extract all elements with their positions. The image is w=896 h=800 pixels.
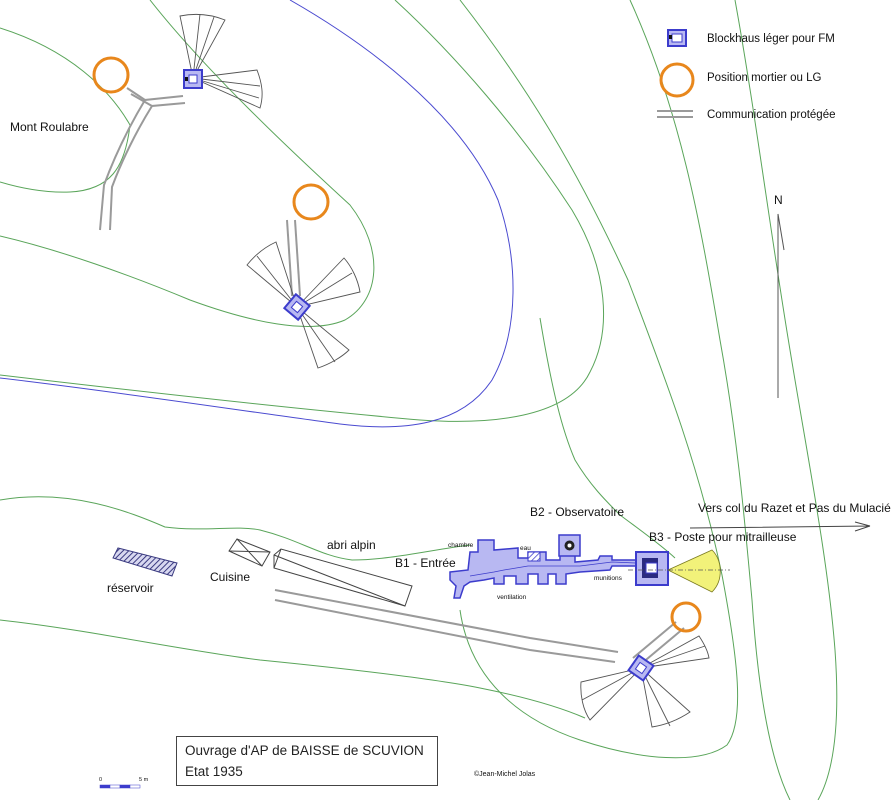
trench-bottom-c (632, 621, 677, 659)
cuisine-label: Cuisine (210, 570, 250, 584)
trench-top-left-d (130, 93, 153, 107)
title-line-2: Etat 1935 (185, 764, 243, 779)
blockhouse-mid (282, 292, 312, 322)
legend: Blockhaus léger pour FM Position mortier… (657, 29, 836, 121)
mortar-position-1 (92, 56, 130, 94)
mont-roulabre-label: Mont Roulabre (10, 120, 89, 134)
trench-bottom-d (640, 627, 685, 665)
fire-sector-top-2 (191, 69, 263, 109)
trench-top-left-a (99, 95, 184, 231)
contour-lines (0, 0, 838, 800)
water-tank (527, 551, 541, 562)
contour-line-1 (0, 27, 131, 193)
contour-line-4 (459, 0, 739, 759)
legend-mortier-label: Position mortier ou LG (707, 72, 821, 84)
reservoir-building (112, 547, 178, 577)
trench-top-left-b (109, 102, 186, 231)
eau-label: eau (520, 545, 531, 552)
fire-sector-mid-2 (295, 257, 361, 308)
mortar-position-2 (292, 183, 330, 221)
abri-alpin-label: abri alpin (327, 538, 376, 552)
fire-sector-mid-4 (256, 255, 353, 363)
fire-sector-mid-1 (246, 241, 298, 309)
trench-bottom-a (274, 589, 619, 653)
tunnel-gallery (449, 539, 637, 599)
communication-trenches (99, 87, 685, 665)
auxiliary-buildings (228, 538, 413, 607)
trench-mid-a (286, 219, 293, 297)
direction-arrow (689, 521, 871, 532)
fields-of-fire (179, 13, 710, 728)
trench-mid-b (294, 219, 301, 297)
mortar-position-3 (670, 601, 702, 633)
fire-sector-bot-2 (640, 666, 691, 728)
fire-sector-top-1 (179, 13, 226, 80)
mortar-positions (92, 56, 702, 633)
fire-sector-bot-1 (580, 667, 643, 721)
contour-line-6 (734, 0, 838, 800)
b2-label: B2 - Observatoire (530, 505, 624, 519)
b1-label: B1 - Entrée (395, 556, 456, 570)
north-arrow (777, 213, 785, 398)
cuisine-building (228, 538, 271, 567)
title-line-1: Ouvrage d'AP de BAISSE de SCUVION (185, 743, 424, 758)
scale-bar (99, 784, 141, 789)
fire-sector-bot-3 (640, 635, 710, 669)
ventilation-label: ventilation (497, 594, 527, 601)
contour-line-9 (0, 619, 586, 719)
contour-line-7 (0, 496, 471, 561)
ouvrage-tunnel-complex (449, 534, 730, 599)
major-contour-line (0, 0, 514, 428)
fire-sector-top-3 (192, 13, 261, 99)
vers-col-label: Vers col du Razet et Pas du Mulacié (698, 501, 891, 515)
reservoir-label: réservoir (107, 581, 154, 595)
blockhouse-bottom (627, 654, 655, 682)
copyright-label: ©Jean-Michel Jolas (474, 770, 536, 778)
contour-line-8 (539, 317, 676, 559)
chambre-label: chambre (448, 542, 474, 549)
title-cartouche: Ouvrage d'AP de BAISSE de SCUVION Etat 1… (176, 736, 438, 786)
north-label: N (774, 193, 783, 207)
contour-line-3 (0, 0, 604, 422)
blockhouse-top (183, 69, 203, 89)
tunnel-inner-line (469, 561, 637, 577)
scale-end-label: 5 m (139, 777, 149, 783)
legend-communication-icon (657, 110, 693, 118)
legend-blockhaus-label: Blockhaus léger pour FM (707, 33, 835, 45)
blockhouses (183, 69, 655, 682)
scale-start-label: 0 (99, 777, 102, 783)
munitions-label: munitions (594, 575, 623, 582)
trench-top-left-c (126, 87, 146, 101)
legend-communication-label: Communication protégée (707, 109, 836, 121)
observatory-b2 (558, 534, 581, 557)
machine-gun-post-b3 (628, 549, 730, 593)
contour-line-2 (0, 0, 375, 327)
machine-gun-cone (667, 549, 721, 593)
fire-sector-mid-3 (296, 305, 350, 369)
contour-line-5 (629, 0, 791, 800)
legend-mortier-icon (659, 62, 695, 98)
legend-blockhaus-icon (667, 29, 687, 47)
trench-bottom-b (274, 599, 616, 663)
b3-label: B3 - Poste pour mitrailleuse (649, 530, 797, 544)
abri-alpin-building (273, 548, 413, 607)
